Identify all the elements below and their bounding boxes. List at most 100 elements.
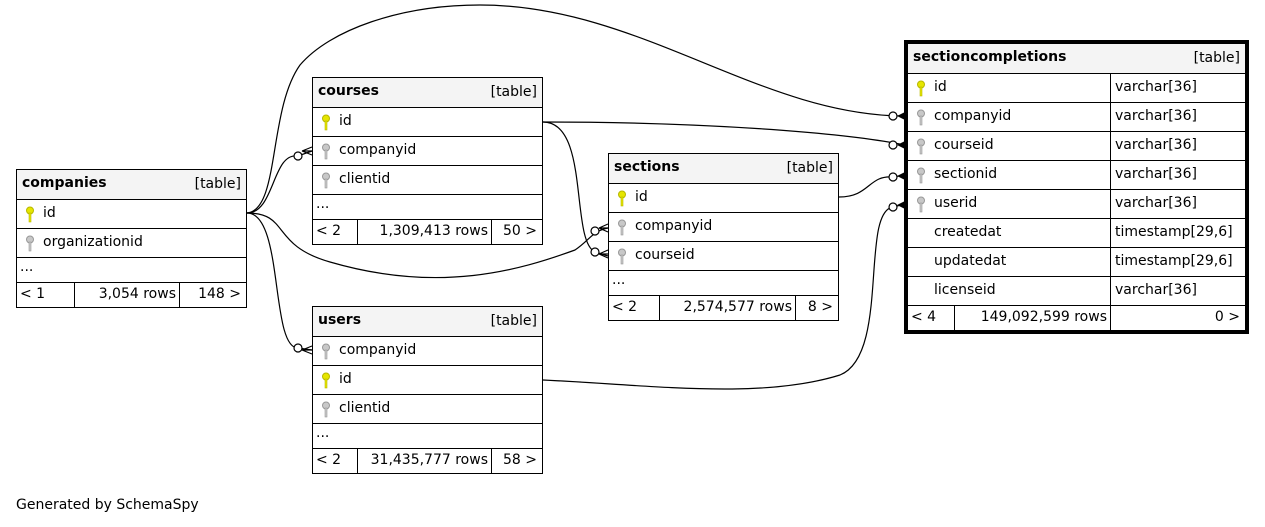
column-name: updatedat <box>934 253 1007 269</box>
parent-count[interactable]: < 2 <box>612 299 638 315</box>
column-row[interactable]: sectionid varchar[36] <box>908 161 1245 190</box>
edge-courses-sectioncompletions <box>542 121 906 146</box>
edge-companies-courses <box>246 150 313 214</box>
column-row[interactable]: id <box>609 184 838 213</box>
child-count[interactable]: 148 > <box>198 286 241 302</box>
table-footer: < 2 31,435,777 rows 58 > <box>313 449 542 473</box>
column-row[interactable]: courseid varchar[36] <box>908 132 1245 161</box>
cardinality-circle <box>888 111 898 121</box>
edge-users-sectioncompletions <box>542 203 906 390</box>
row-count: 2,574,577 rows <box>683 299 792 315</box>
column-name: courseid <box>635 247 695 263</box>
foreign-key-icon <box>618 219 626 236</box>
column-row[interactable]: id <box>313 366 542 395</box>
column-name: sectionid <box>934 166 998 182</box>
more-columns-ellipsis: ... <box>17 258 246 283</box>
column-row[interactable]: companyid <box>313 337 542 366</box>
column-name: id <box>934 79 947 95</box>
column-row[interactable]: userid varchar[36] <box>908 190 1245 219</box>
primary-key-icon <box>917 80 925 97</box>
table-header: companies [table] <box>17 170 246 200</box>
cardinality-circle <box>590 247 600 257</box>
table-name: courses <box>318 83 379 99</box>
table-name: users <box>318 312 362 328</box>
column-name: companyid <box>635 218 713 234</box>
table-type: [table] <box>1193 50 1240 66</box>
primary-key-icon <box>618 190 626 207</box>
edge-companies-users <box>246 212 313 351</box>
child-count[interactable]: 58 > <box>503 452 537 468</box>
foreign-key-icon <box>917 109 925 126</box>
table-companies[interactable]: companies [table] id organizationid ... … <box>16 169 247 308</box>
column-row[interactable]: updatedat timestamp[29,6] <box>908 248 1245 277</box>
table-courses[interactable]: courses [table] id companyid clientid ..… <box>312 77 543 245</box>
cardinality-circle <box>888 172 898 182</box>
table-sectioncompletions[interactable]: sectioncompletions [table] id varchar[36… <box>904 40 1249 334</box>
foreign-key-icon <box>917 167 925 184</box>
arrowhead <box>897 201 905 209</box>
parent-count[interactable]: < 2 <box>316 452 342 468</box>
more-columns-ellipsis: ... <box>313 424 542 449</box>
parent-count[interactable]: < 1 <box>20 286 46 302</box>
foreign-key-icon <box>322 143 330 160</box>
column-name: clientid <box>339 171 391 187</box>
table-header: users [table] <box>313 307 542 337</box>
more-columns-ellipsis: ... <box>609 271 838 296</box>
child-count[interactable]: 0 > <box>1214 309 1240 325</box>
column-type: varchar[36] <box>1115 79 1197 95</box>
arrowhead <box>897 112 905 120</box>
arrowhead <box>897 141 905 149</box>
column-row[interactable]: companyid <box>609 213 838 242</box>
foreign-key-icon <box>322 401 330 418</box>
foreign-key-icon <box>322 172 330 189</box>
parent-count[interactable]: < 4 <box>911 309 937 325</box>
cardinality-circle <box>590 226 600 236</box>
child-count[interactable]: 50 > <box>503 223 537 239</box>
column-row[interactable]: clientid <box>313 395 542 424</box>
column-row[interactable]: id <box>313 108 542 137</box>
table-name: sectioncompletions <box>913 49 1067 65</box>
column-name: createdat <box>934 224 1002 240</box>
foreign-key-icon <box>322 343 330 360</box>
column-row[interactable]: clientid <box>313 166 542 195</box>
table-type: [table] <box>490 313 537 329</box>
column-name: companyid <box>934 108 1012 124</box>
table-header: courses [table] <box>313 78 542 108</box>
column-row[interactable]: companyid <box>313 137 542 166</box>
column-name: courseid <box>934 137 994 153</box>
column-name: id <box>635 189 648 205</box>
cardinality-circle <box>293 151 303 161</box>
column-row[interactable]: licenseid varchar[36] <box>908 277 1245 306</box>
table-footer: < 1 3,054 rows 148 > <box>17 283 246 307</box>
column-row[interactable]: companyid varchar[36] <box>908 103 1245 132</box>
crowfoot <box>598 223 609 233</box>
foreign-key-icon <box>618 248 626 265</box>
primary-key-icon <box>26 206 34 223</box>
child-count[interactable]: 8 > <box>807 299 833 315</box>
primary-key-icon <box>322 372 330 389</box>
column-type: varchar[36] <box>1115 195 1197 211</box>
table-users[interactable]: users [table] companyid id clientid ... … <box>312 306 543 474</box>
column-type: timestamp[29,6] <box>1115 253 1233 269</box>
column-row[interactable]: createdat timestamp[29,6] <box>908 219 1245 248</box>
column-type: timestamp[29,6] <box>1115 224 1233 240</box>
parent-count[interactable]: < 2 <box>316 223 342 239</box>
edge-companies-sectioncompletions <box>246 4 906 214</box>
row-count: 3,054 rows <box>98 286 176 302</box>
column-row[interactable]: organizationid <box>17 229 246 258</box>
table-sections[interactable]: sections [table] id companyid courseid .… <box>608 153 839 321</box>
row-count: 31,435,777 rows <box>370 452 488 468</box>
crowfoot <box>301 146 313 156</box>
crowfoot <box>598 249 609 259</box>
table-name: sections <box>614 159 680 175</box>
edge-companies-sections <box>246 212 609 279</box>
column-row[interactable]: id <box>17 200 246 229</box>
column-row[interactable]: courseid <box>609 242 838 271</box>
column-name: licenseid <box>934 282 996 298</box>
table-name: companies <box>22 175 107 191</box>
column-name: id <box>339 371 352 387</box>
cardinality-circle <box>293 343 303 353</box>
column-row[interactable]: id varchar[36] <box>908 74 1245 103</box>
column-name: companyid <box>339 342 417 358</box>
